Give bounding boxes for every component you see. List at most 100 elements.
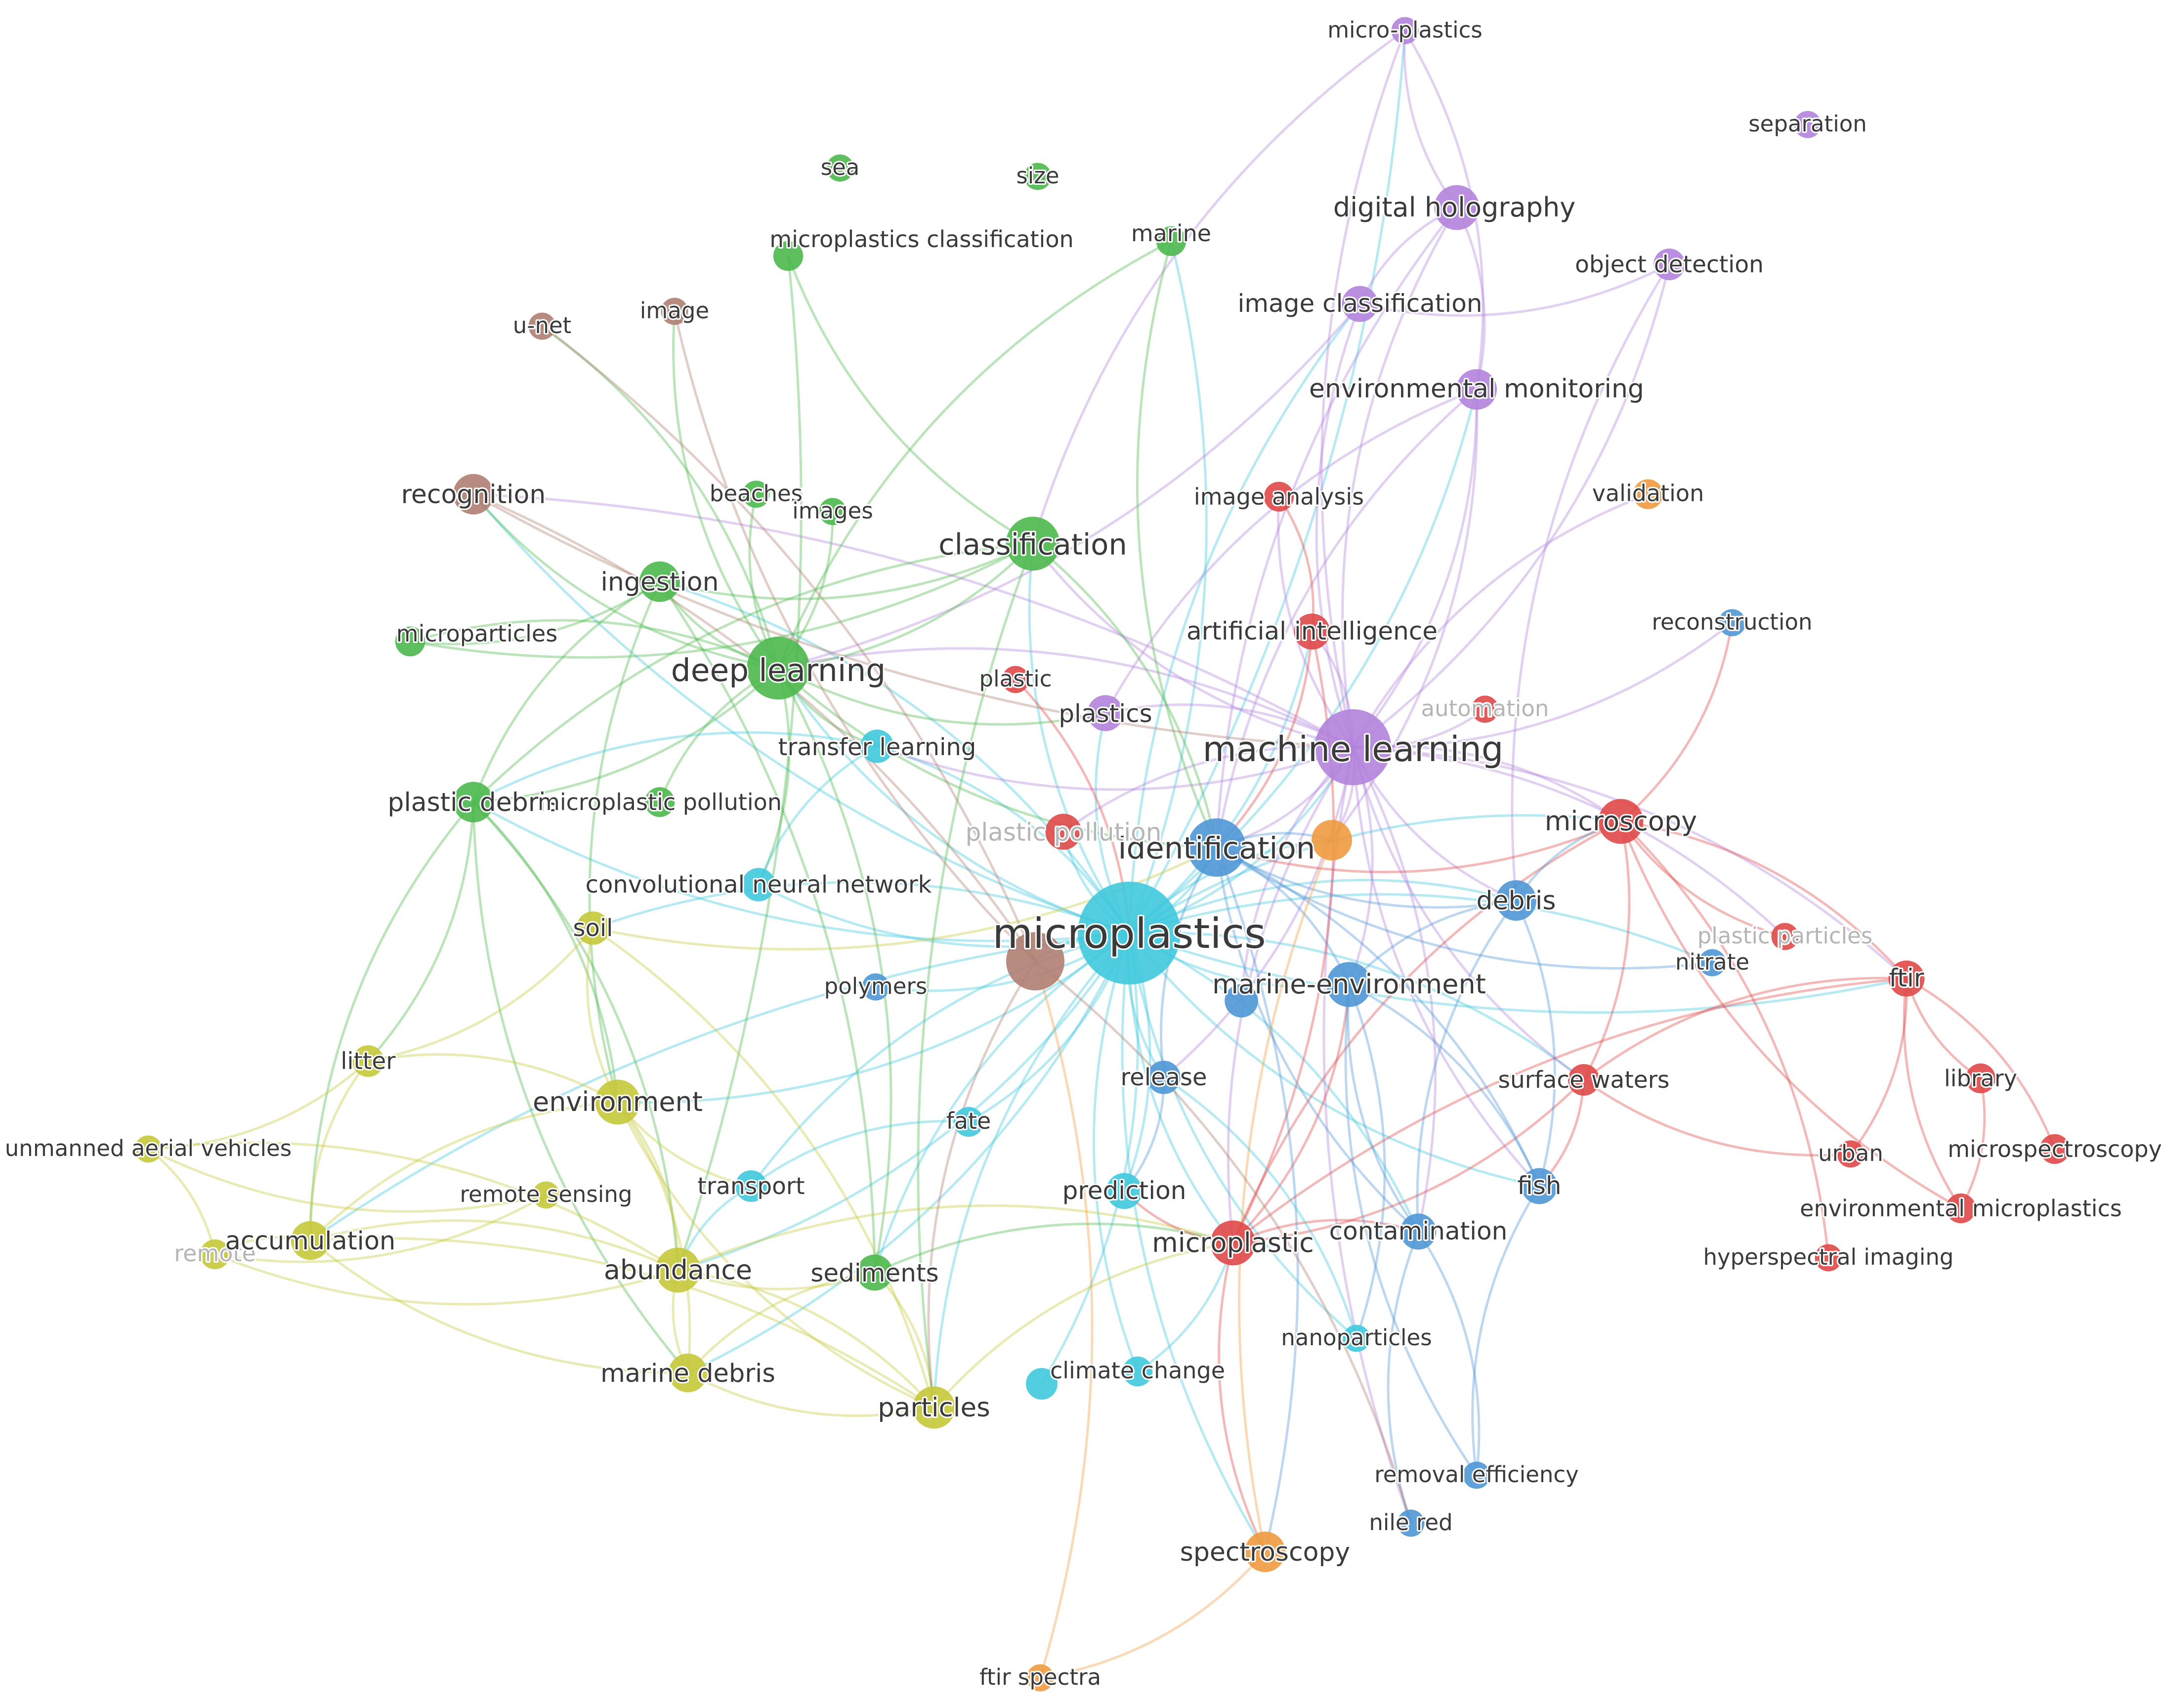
- node-soil[interactable]: [576, 911, 610, 945]
- node-u-net[interactable]: [528, 312, 556, 340]
- node-microscopy[interactable]: [1598, 799, 1644, 844]
- node-object-detection[interactable]: [1653, 249, 1685, 280]
- label-remote-sensing: remote sensing: [460, 1181, 633, 1207]
- node-beaches[interactable]: [742, 480, 770, 508]
- edge-particles-microplastic: [933, 1241, 1233, 1409]
- node-microparticles[interactable]: [395, 626, 425, 657]
- edge-environment-accumulation: [309, 1101, 618, 1241]
- node-blue-small[interactable]: [1225, 984, 1258, 1018]
- node-reconstruction[interactable]: [1718, 609, 1746, 637]
- node-urban[interactable]: [1837, 1140, 1864, 1168]
- node-transport[interactable]: [735, 1170, 767, 1202]
- node-prediction[interactable]: [1106, 1173, 1143, 1209]
- node-size[interactable]: [1024, 163, 1052, 190]
- node-library[interactable]: [1965, 1063, 1996, 1094]
- node-marine[interactable]: [1156, 226, 1186, 256]
- edge-artificial_intelligence-identification: [1216, 631, 1314, 849]
- node-plastics[interactable]: [1087, 695, 1124, 731]
- label-u-net: u-net: [513, 312, 572, 339]
- node-nanoparticles[interactable]: [1343, 1324, 1370, 1352]
- node-plastic[interactable]: [1002, 666, 1029, 693]
- node-ftir[interactable]: [1888, 960, 1925, 997]
- node-validation[interactable]: [1633, 479, 1663, 510]
- node-ingestion[interactable]: [639, 561, 680, 602]
- label-validation: validation: [1592, 480, 1704, 507]
- node-environmental-microplastics[interactable]: [1946, 1193, 1976, 1224]
- edge-identification-fish: [1216, 846, 1541, 1187]
- node-release[interactable]: [1147, 1061, 1181, 1094]
- node-climate-change[interactable]: [1122, 1356, 1153, 1387]
- node-ftir-spectra[interactable]: [1026, 1664, 1054, 1692]
- edge-marine_environment-fish: [1348, 983, 1541, 1187]
- node-microspectroscopy[interactable]: [2039, 1134, 2070, 1164]
- node-litter[interactable]: [352, 1045, 384, 1077]
- edge-image-brown_hub: [673, 311, 1036, 962]
- node-microplastics[interactable]: [1078, 882, 1181, 984]
- label-automation: automation: [1421, 695, 1549, 722]
- node-image-analysis[interactable]: [1264, 481, 1294, 512]
- node-environment[interactable]: [595, 1079, 640, 1125]
- node-identification[interactable]: [1187, 818, 1246, 877]
- node-orange-hub[interactable]: [1312, 820, 1352, 860]
- node-separation[interactable]: [1794, 111, 1822, 138]
- edge-machine_learning-ftir: [1353, 746, 1907, 980]
- node-contamination[interactable]: [1400, 1213, 1437, 1250]
- node-classification[interactable]: [1006, 516, 1060, 571]
- edge-machine_learning-environmental_monitoring: [1352, 389, 1478, 748]
- node-microplastics-classification[interactable]: [773, 241, 804, 271]
- node-micro-plastics[interactable]: [1391, 17, 1419, 44]
- node-cyan-small[interactable]: [1026, 1368, 1058, 1400]
- node-environmental-monitoring[interactable]: [1456, 369, 1497, 410]
- node-image[interactable]: [661, 298, 688, 325]
- node-marine-debris[interactable]: [668, 1353, 708, 1393]
- edge-machine_learning-release: [1163, 747, 1355, 1078]
- node-sediments[interactable]: [856, 1254, 893, 1291]
- edge-machine_learning-recognition: [473, 493, 1354, 749]
- node-spectroscopy[interactable]: [1245, 1532, 1285, 1572]
- node-fish[interactable]: [1521, 1168, 1558, 1204]
- node-automation[interactable]: [1471, 695, 1499, 723]
- node-fate[interactable]: [953, 1107, 984, 1137]
- edge-microplastics-nanoparticles: [1128, 933, 1357, 1339]
- nodes-layer: [134, 17, 2070, 1692]
- node-digital-holography[interactable]: [1434, 185, 1480, 230]
- label-recognition: recognition: [401, 480, 546, 510]
- node-marine-environment[interactable]: [1326, 962, 1372, 1007]
- node-nitrate[interactable]: [1698, 949, 1726, 977]
- edge-litter-unmanned_aerial_vehicles: [148, 1060, 369, 1151]
- node-image-classification[interactable]: [1342, 286, 1378, 322]
- node-plastic-particles[interactable]: [1771, 923, 1799, 950]
- node-particles[interactable]: [913, 1386, 955, 1429]
- edge-environmental_monitoring-identification: [1215, 388, 1478, 848]
- node-transfer-learning[interactable]: [860, 729, 894, 763]
- node-artificial-intelligence[interactable]: [1294, 613, 1330, 650]
- node-unmanned-aerial-vehicles[interactable]: [134, 1135, 162, 1163]
- node-abundance[interactable]: [655, 1247, 701, 1293]
- edge-classification-identification: [1032, 543, 1218, 848]
- node-remote-sensing[interactable]: [532, 1181, 560, 1209]
- edge-surface_waters-urban: [1583, 1078, 1851, 1157]
- node-microplastic[interactable]: [1210, 1220, 1256, 1266]
- edge-microscopy-identification: [1216, 820, 1621, 873]
- node-brown-hub[interactable]: [1006, 932, 1064, 990]
- node-recognition[interactable]: [453, 474, 494, 514]
- node-images[interactable]: [819, 498, 847, 525]
- node-plastic-pollution[interactable]: [1045, 813, 1082, 850]
- node-nile-red[interactable]: [1397, 1509, 1425, 1537]
- node-remote[interactable]: [200, 1239, 230, 1270]
- node-accumulation[interactable]: [291, 1221, 330, 1260]
- edge-brown_hub-particles: [927, 960, 1037, 1408]
- edge-transport-fate: [750, 1120, 969, 1188]
- node-machine-learning[interactable]: [1315, 709, 1391, 785]
- node-sea[interactable]: [826, 154, 854, 182]
- node-surface-waters[interactable]: [1568, 1064, 1600, 1096]
- node-microplastic-pollution[interactable]: [644, 787, 675, 817]
- node-removal-efficiency[interactable]: [1463, 1461, 1490, 1489]
- node-deep-learning[interactable]: [747, 637, 810, 700]
- node-hyperspectral-imaging[interactable]: [1815, 1244, 1842, 1272]
- node-convolutional-neural-network[interactable]: [742, 868, 775, 901]
- node-debris[interactable]: [1496, 880, 1536, 921]
- label-spectroscopy: spectroscopy: [1180, 1537, 1350, 1567]
- node-plastic-debris[interactable]: [453, 782, 494, 822]
- node-polymers[interactable]: [862, 973, 890, 1001]
